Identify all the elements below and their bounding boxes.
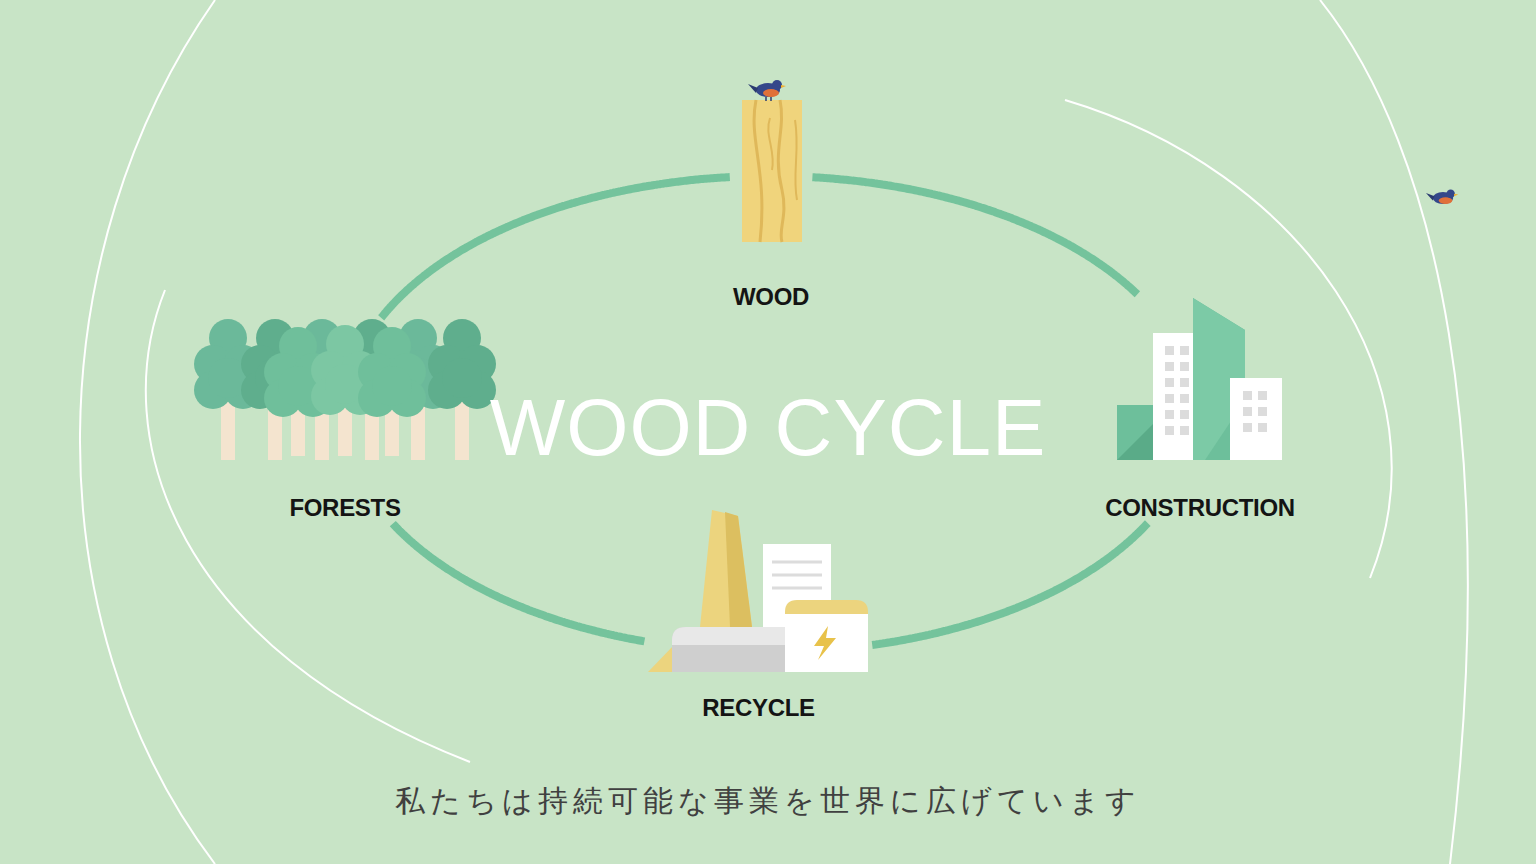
bird-head [772, 80, 782, 90]
forest-trees [194, 319, 496, 460]
wood-grain [795, 120, 797, 200]
white-arc [146, 290, 470, 762]
wood-grain [768, 118, 773, 170]
document-line [772, 574, 822, 577]
cycle-stage: RECYCLE [645, 508, 872, 723]
white-arc [1065, 100, 1392, 578]
bird-legs [766, 97, 771, 101]
white-arc [80, 0, 1468, 864]
grey-base [672, 627, 787, 672]
wood-plank [742, 100, 802, 242]
cycle-stage: CONSTRUCTION [1100, 295, 1300, 523]
bird-beak [781, 85, 786, 88]
document-line [772, 561, 822, 564]
tree [358, 327, 426, 456]
bird [1426, 190, 1458, 204]
cycle-connector [393, 524, 645, 642]
window [1165, 394, 1174, 403]
document-line [772, 587, 822, 590]
power-box [785, 600, 868, 672]
cycle-stage: WOOD [731, 78, 811, 312]
windows [1165, 346, 1189, 435]
window [1165, 346, 1174, 355]
bird-tail [1426, 193, 1435, 201]
cycle-connector [381, 177, 730, 318]
window [1243, 407, 1252, 416]
bird-belly [763, 89, 779, 97]
wood-grain [778, 100, 784, 242]
white-building [1230, 378, 1282, 460]
window [1258, 423, 1267, 432]
bird-tail [748, 84, 758, 93]
window [1258, 391, 1267, 400]
white-arc [80, 0, 215, 864]
chimney [700, 510, 752, 627]
tree-crown [442, 358, 482, 398]
power-box-face [785, 614, 868, 672]
white-arc [1320, 0, 1468, 864]
stage-label: RECYCLE [625, 693, 892, 723]
wood-plank [742, 100, 802, 242]
cycle-connector [872, 523, 1148, 645]
tree-crown [372, 366, 412, 406]
windows [1243, 391, 1267, 432]
cycle-connector [812, 177, 1137, 294]
diagram-caption: 私たちは持続可能な事業を世界に広げています [268, 780, 1268, 822]
window [1180, 346, 1189, 355]
window [1243, 423, 1252, 432]
wood-grain [754, 100, 762, 242]
cycle-stage: FORESTS [192, 318, 498, 523]
bird-head [1446, 190, 1455, 199]
bird-belly [1439, 197, 1453, 204]
tree [428, 319, 496, 460]
window [1165, 378, 1174, 387]
window [1243, 391, 1252, 400]
window [1180, 426, 1189, 435]
window [1165, 410, 1174, 419]
chimney-shade [725, 512, 752, 627]
stage-label: WOOD [711, 282, 831, 312]
window [1180, 362, 1189, 371]
bird [748, 80, 786, 101]
bird-beak [1454, 194, 1458, 197]
stage-label: CONSTRUCTION [1080, 493, 1320, 523]
window [1165, 362, 1174, 371]
window [1258, 407, 1267, 416]
lightning-bolt [814, 626, 836, 660]
window [1180, 410, 1189, 419]
recycle-plant [648, 510, 868, 672]
document-lines [772, 562, 822, 588]
window [1165, 426, 1174, 435]
window [1180, 378, 1189, 387]
grey-base-top [672, 627, 787, 645]
window [1180, 394, 1189, 403]
buildings [1117, 298, 1282, 460]
stage-label: FORESTS [172, 493, 518, 523]
diagram-title: WOOD CYCLE [368, 380, 1168, 476]
